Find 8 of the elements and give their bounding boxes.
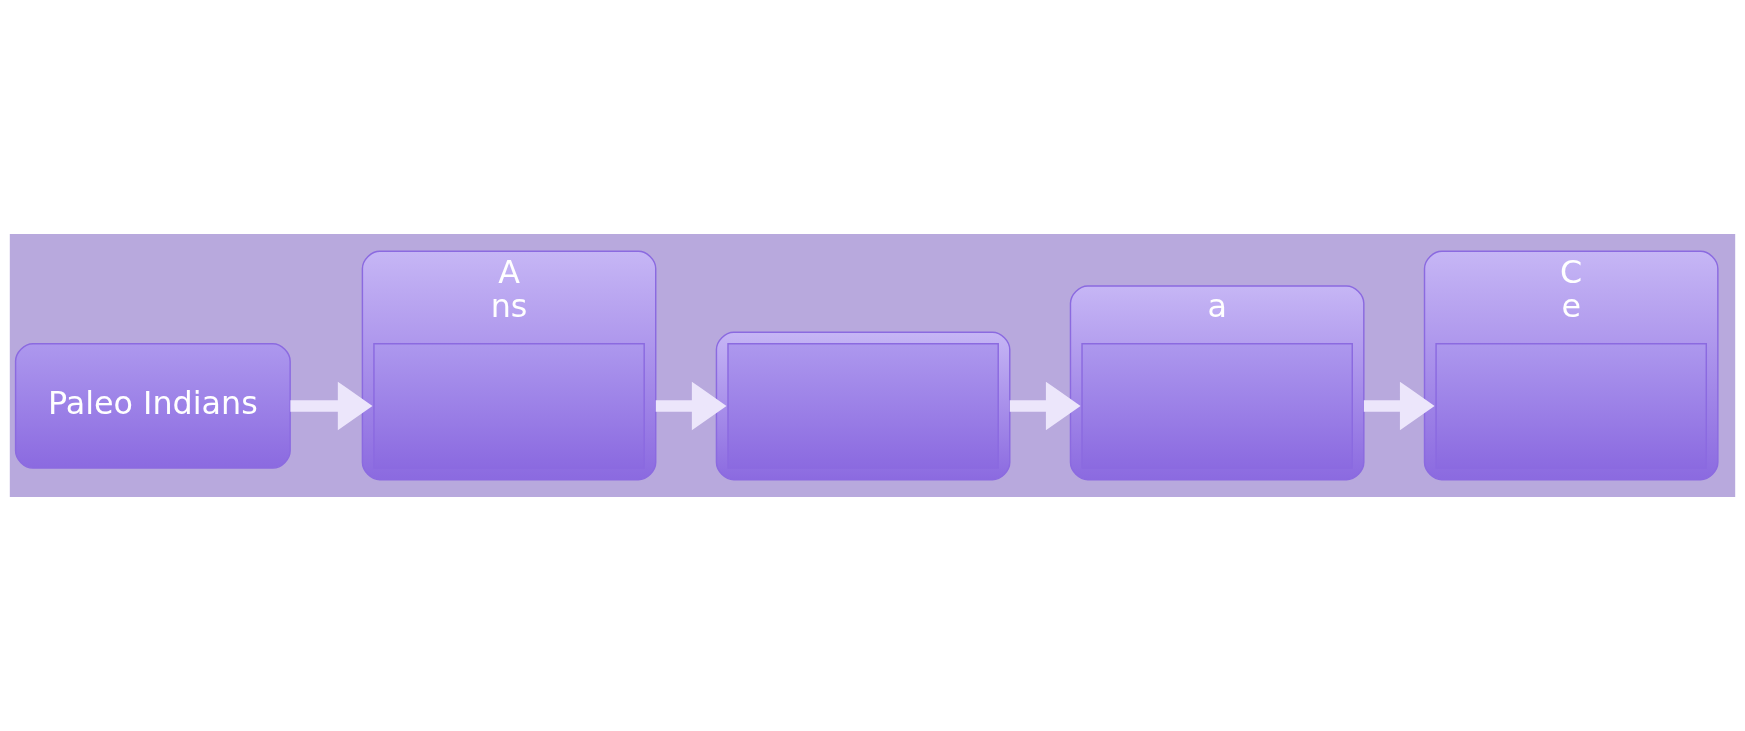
cluster: a: [1069, 285, 1365, 481]
cluster: [715, 331, 1011, 481]
node-box: [727, 343, 999, 469]
cluster: C e: [1423, 250, 1719, 481]
node-box: Paleo Indians: [14, 343, 291, 469]
node-box: [373, 343, 645, 469]
node-box: [1081, 343, 1353, 469]
cluster: A ns: [361, 250, 657, 481]
